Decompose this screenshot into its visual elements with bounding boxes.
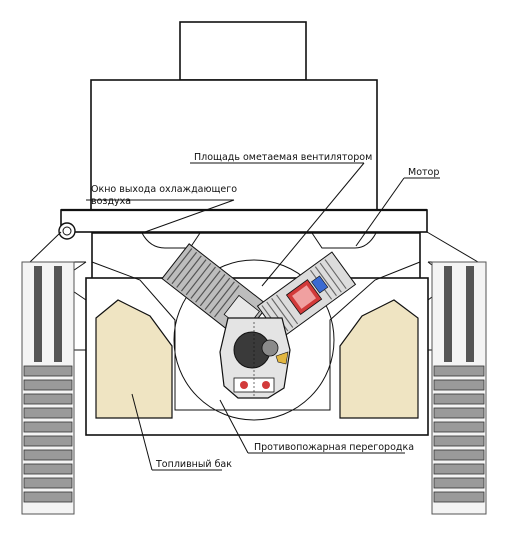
air-outlet-label-line1: Окно выхода охлаждающего xyxy=(91,184,237,195)
fan-circle xyxy=(173,259,335,421)
left-track xyxy=(21,261,75,515)
fuel-tank-label: Топливный бак xyxy=(155,459,232,470)
right-track xyxy=(431,261,487,515)
leader-lines xyxy=(86,162,440,471)
return-roller xyxy=(58,222,76,240)
motor-label: Мотор xyxy=(408,167,439,178)
turret xyxy=(90,21,378,211)
air-outlet-label-line2: воздуха xyxy=(91,196,131,207)
v-twin-engine xyxy=(161,243,357,399)
fuel-tank-right xyxy=(339,299,419,419)
fan-area-label: Площадь ометаемая вентилятором xyxy=(194,152,372,163)
firewall-label: Противопожарная перегородка xyxy=(254,442,414,453)
fuel-tank-left xyxy=(95,299,173,419)
